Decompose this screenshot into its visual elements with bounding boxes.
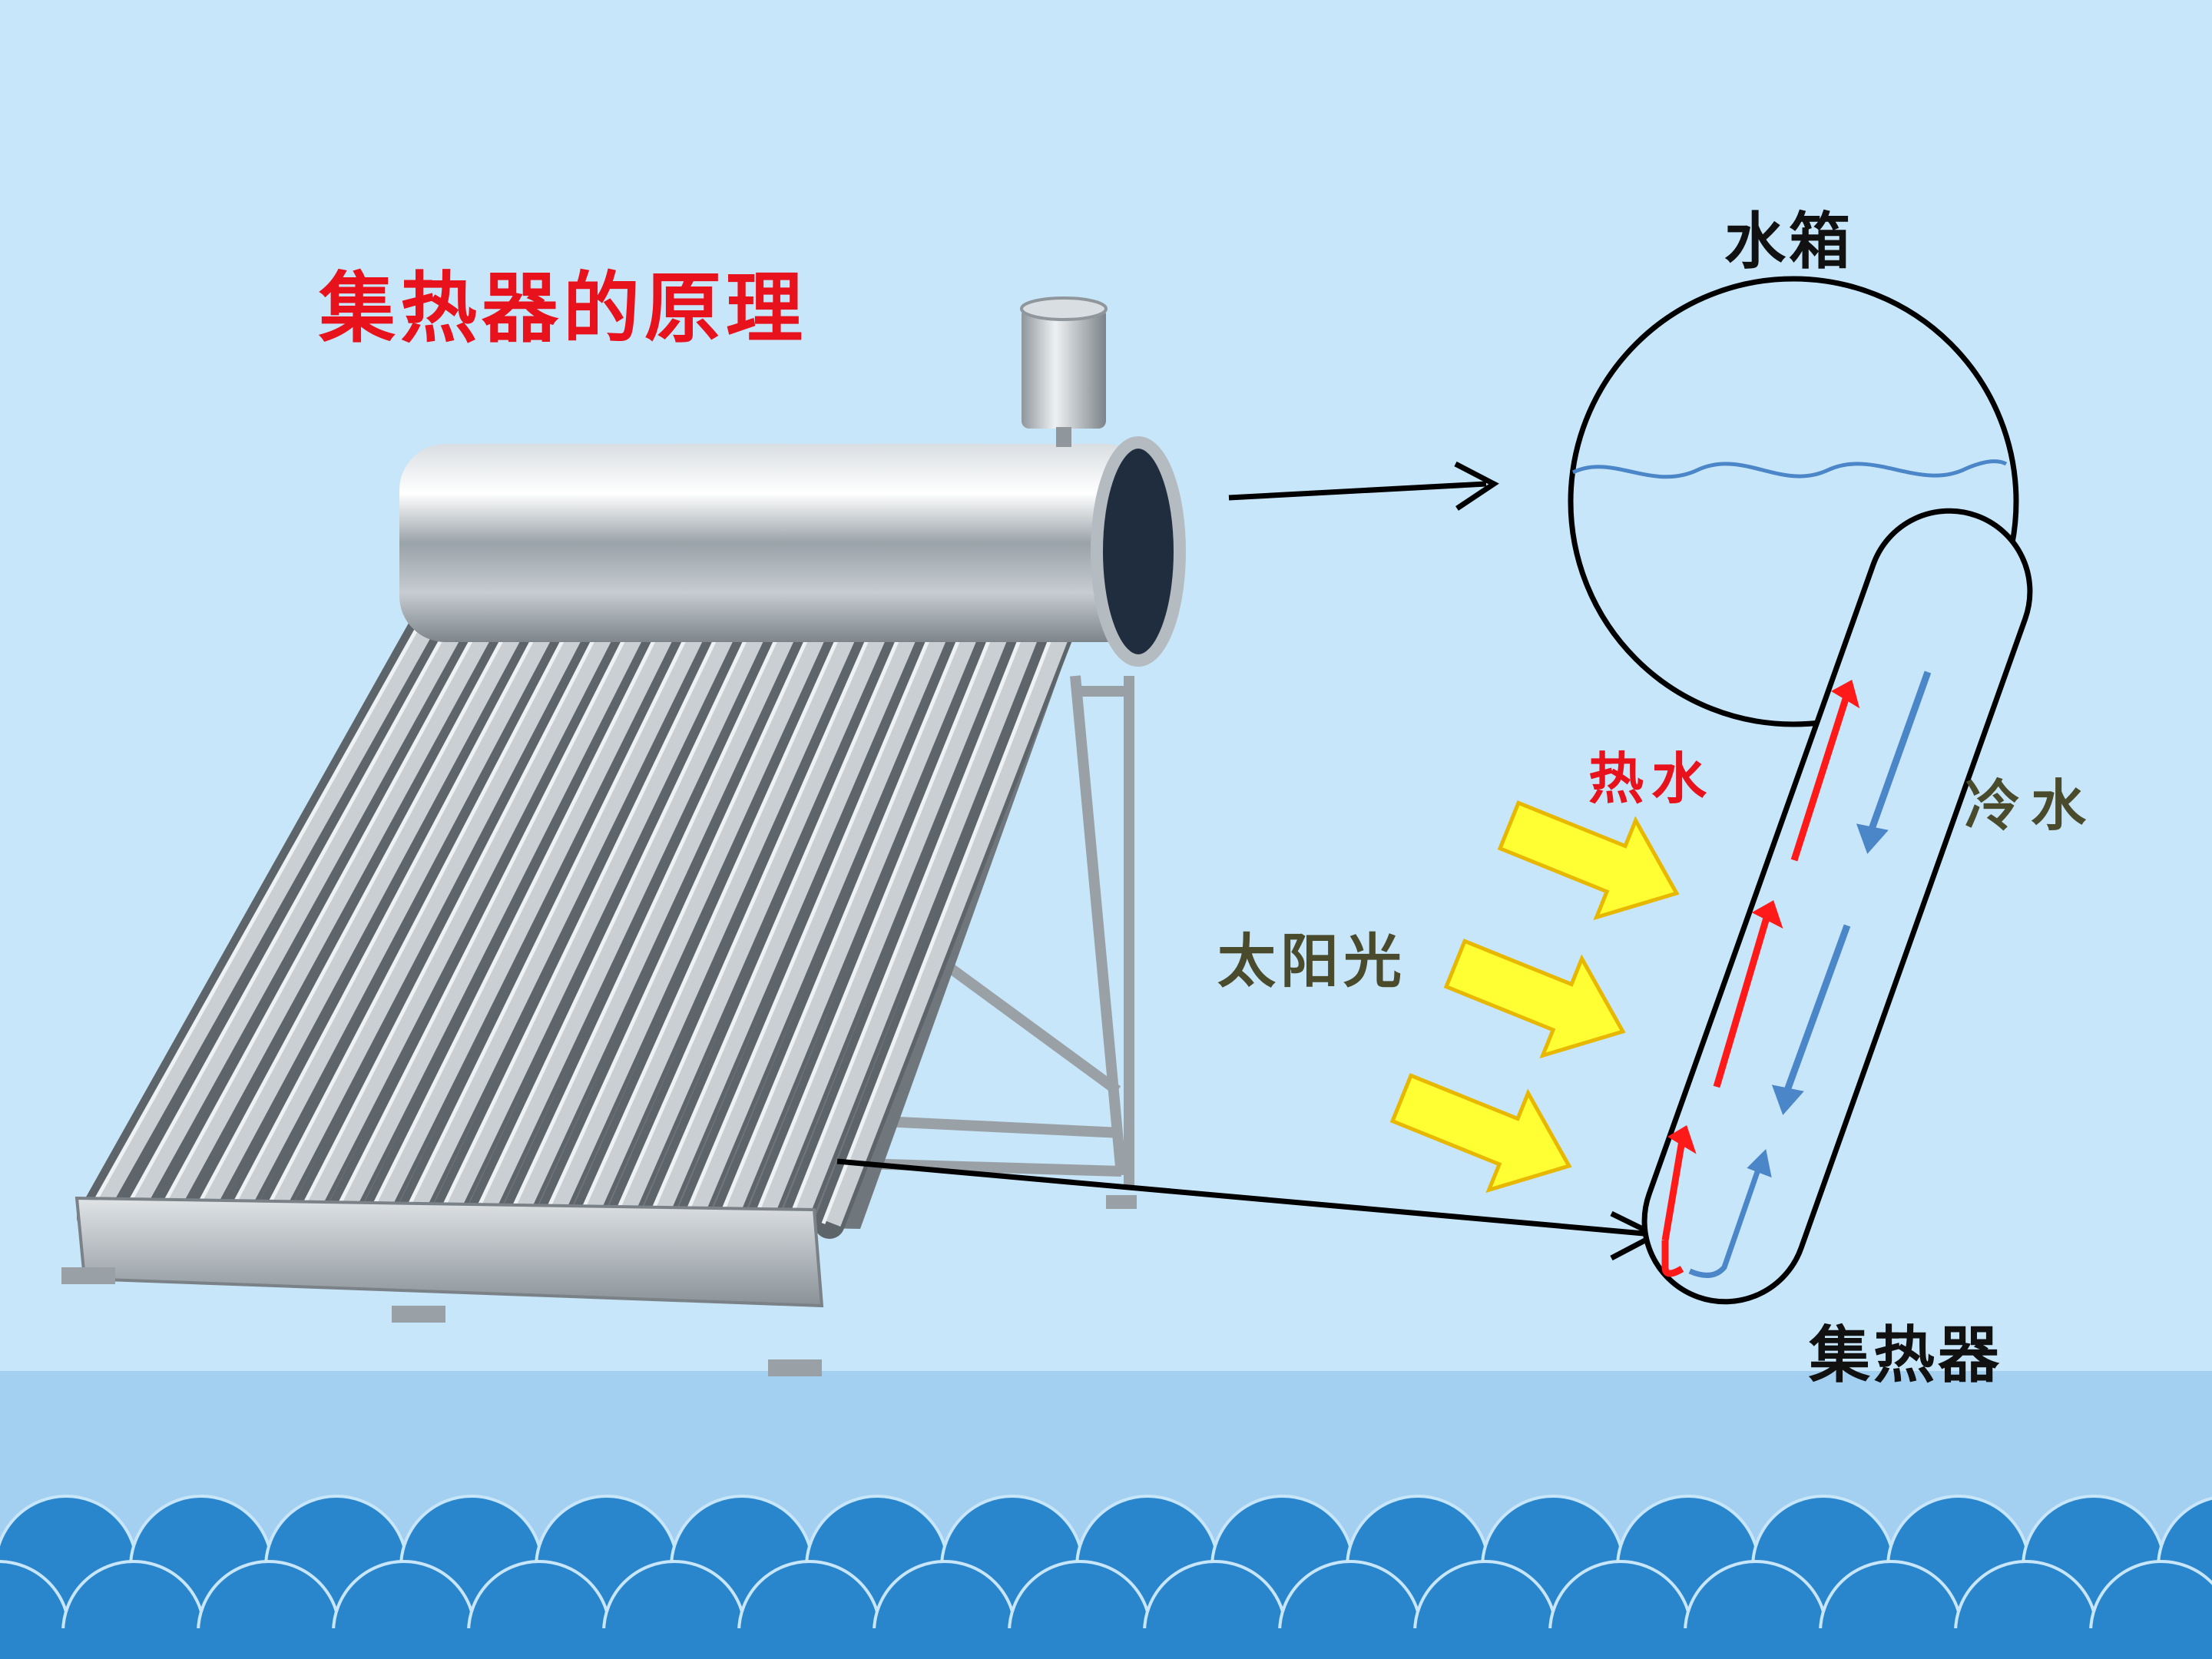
vacuum-tubes: [86, 630, 1063, 1224]
storage-tank-end-cap: [1097, 442, 1180, 661]
sunlight-arrow-icon: [1382, 1050, 1589, 1214]
sunlight-arrow-icon: [1436, 916, 1643, 1080]
wave-base: [0, 1628, 2212, 1659]
slide-title: 集热器的原理: [319, 246, 807, 357]
water-surface-line: [1573, 462, 2006, 477]
auxiliary-tank-lid: [1022, 298, 1106, 320]
collector-bottom-frame: [77, 1198, 822, 1306]
storage-tank-body: [399, 444, 1152, 642]
auxiliary-tank: [1022, 307, 1106, 429]
cold-water-label: 冷水: [1965, 760, 2097, 841]
collector-label: 集热器: [1809, 1306, 2002, 1395]
water-tank-label: 水箱: [1724, 192, 1853, 281]
sunlight-arrows: [1382, 777, 1697, 1214]
auxiliary-tank-pipe: [1056, 427, 1071, 447]
collector-tube-diagram: [1622, 488, 2052, 1324]
solar-water-heater-illustration: [61, 298, 1180, 1376]
sunlight-label: 太阳光: [1217, 914, 1406, 998]
hot-water-label: 热水: [1588, 733, 1714, 814]
